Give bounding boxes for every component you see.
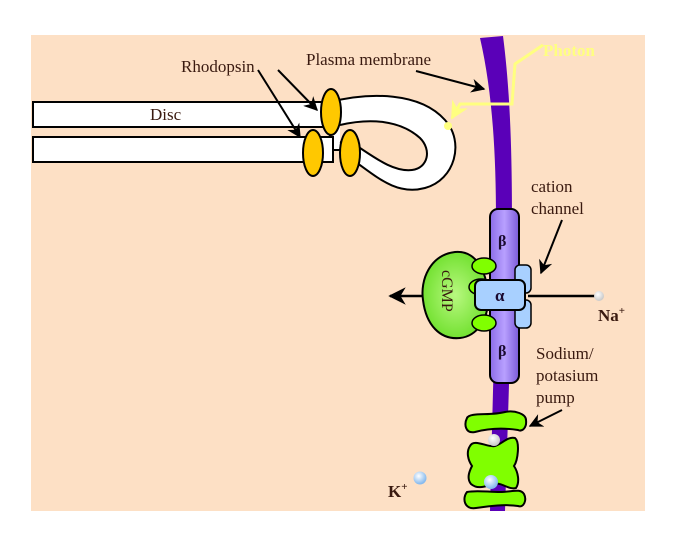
potassium-ion-label: K+ — [388, 481, 408, 501]
sodium-ion — [594, 291, 604, 301]
cgmp-binding-site — [471, 314, 497, 332]
plasma-membrane-label: Plasma membrane — [306, 50, 431, 69]
plasma-membrane-arrow — [415, 70, 486, 93]
potassium-ion-charge: + — [401, 481, 407, 493]
rhodopsin-label: Rhodopsin — [181, 57, 255, 76]
rhodopsin-arrow — [277, 69, 318, 112]
disc-label: Disc — [150, 105, 182, 124]
sodium-ion-symbol: Na — [598, 306, 619, 325]
pump-sodium-ion — [488, 434, 500, 446]
pump-arrow — [528, 409, 563, 427]
sodium-ion-label: Na+ — [598, 305, 625, 325]
rhodopsin-arrow — [257, 69, 301, 139]
cation-channel-arrow — [539, 219, 563, 275]
disc-loop-inner — [339, 120, 428, 172]
pump-bottom-subunit — [463, 489, 527, 510]
cgmp-label: cGMP — [438, 270, 455, 312]
photon-impact-point — [444, 122, 452, 130]
rhodopsin-molecule — [339, 129, 361, 177]
pump-label-line3: pump — [536, 388, 575, 407]
rhodopsin-molecule — [320, 88, 342, 136]
photon-label: Photon — [543, 41, 596, 60]
potassium-ion — [413, 471, 427, 485]
potassium-ion-symbol: K — [388, 482, 402, 501]
photon-path — [450, 43, 544, 120]
pump-top-subunit — [464, 410, 528, 434]
beta-subunit-top-label: β — [498, 233, 506, 250]
alpha-subunit-label: α — [495, 286, 505, 305]
cgmp-molecule — [421, 250, 490, 340]
pump-label-line2: potasium — [536, 366, 598, 385]
cation-channel-label-line2: channel — [531, 199, 584, 218]
alpha-subunit — [474, 279, 526, 311]
cgmp-binding-site — [471, 257, 497, 275]
pump-potassium-ion — [484, 475, 498, 489]
disc-upper — [32, 101, 334, 128]
rhodopsin-molecule — [302, 129, 324, 177]
sodium-ion-charge: + — [619, 305, 625, 317]
cation-channel-label-line1: cation — [531, 177, 573, 196]
disc-lower — [32, 136, 334, 163]
beta-subunit-bottom-label: β — [498, 343, 506, 360]
pump-label-line1: Sodium/ — [536, 344, 594, 363]
pump-middle-subunit — [466, 436, 520, 490]
